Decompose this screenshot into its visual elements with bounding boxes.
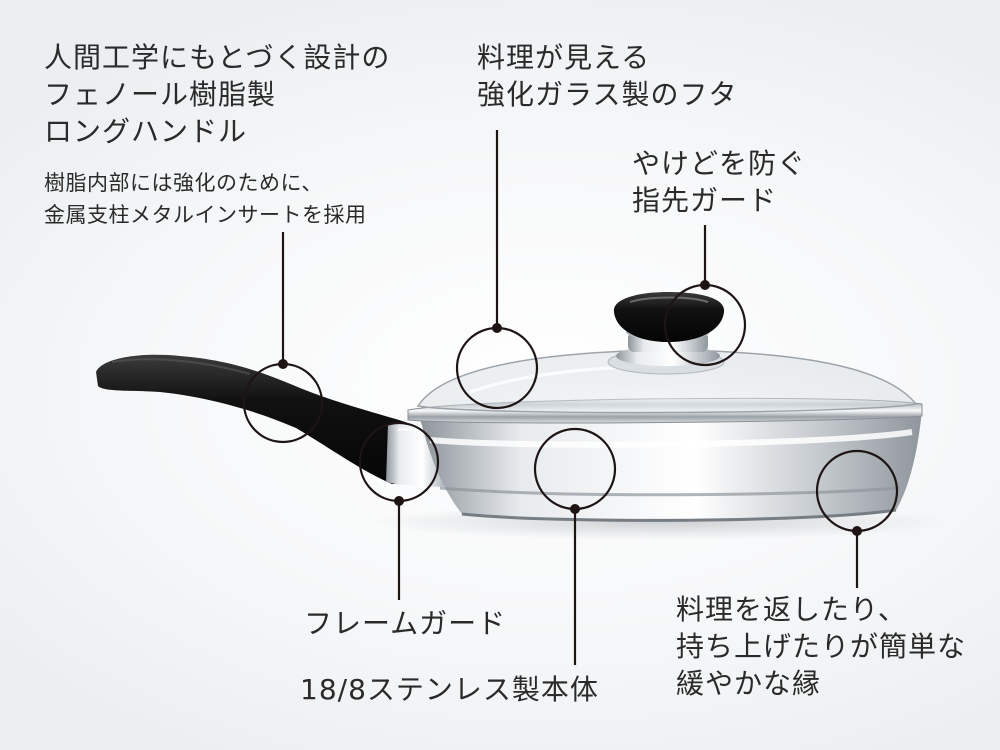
handle-note-line-2: 金属支柱メタルインサートを採用 xyxy=(44,202,367,227)
frame-guard-leader-dot xyxy=(394,496,404,506)
handle-title-line-1: 人間工学にもとづく設計の xyxy=(44,41,391,74)
frame-guard-label: フレームガード xyxy=(304,607,507,640)
handle-title-line-3: ロングハンドル xyxy=(44,114,248,148)
knob-line-2: 指先ガード xyxy=(632,183,778,217)
pan-body xyxy=(420,410,922,522)
handle-leader-dot xyxy=(278,359,288,369)
rim-line-1: 料理を返したり、 xyxy=(676,593,907,626)
knob-line-1: やけどを防ぐ xyxy=(632,147,807,180)
knob-leader-dot xyxy=(700,280,710,290)
lid-knob xyxy=(613,292,725,366)
handle-feature-note: 樹脂内部には強化のために、 金属支柱メタルインサートを採用 xyxy=(44,168,367,231)
rim-leader-dot xyxy=(852,526,862,536)
lid-feature-label: 料理が見える 強化ガラス製のフタ xyxy=(477,40,737,114)
handle-title-line-2: フェノール樹脂製 xyxy=(44,77,277,111)
rim-line-2: 持ち上げたりが簡単な xyxy=(676,629,967,663)
rim-feature-label: 料理を返したり、 持ち上げたりが簡単な 緩やかな縁 xyxy=(676,592,966,703)
knob-feature-label: やけどを防ぐ 指先ガード xyxy=(632,146,806,220)
lid-leader-dot xyxy=(492,323,502,333)
body-leader-dot xyxy=(570,504,580,514)
handle-note-line-1: 樹脂内部には強化のために、 xyxy=(44,171,323,195)
handle-feature-title: 人間工学にもとづく設計の フェノール樹脂製 ロングハンドル xyxy=(44,40,390,151)
rim-line-3: 緩やかな縁 xyxy=(676,666,822,700)
lid-line-1: 料理が見える xyxy=(477,41,651,74)
body-material-label: 18/8ステンレス製本体 xyxy=(300,673,599,706)
pan-handle xyxy=(96,354,430,484)
lid-line-2: 強化ガラス製のフタ xyxy=(477,77,738,111)
